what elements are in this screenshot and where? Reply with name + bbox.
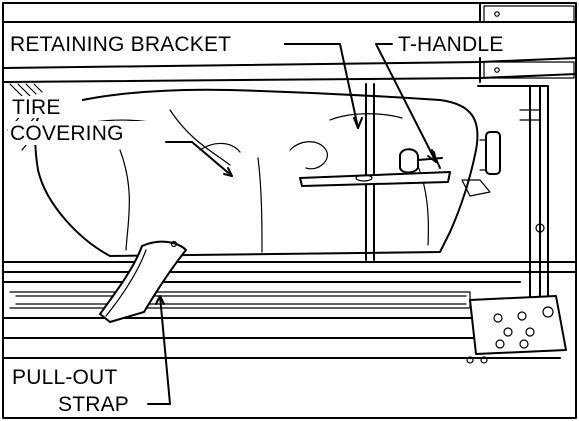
floor-channel xyxy=(9,291,471,309)
label-bg-tire-2 xyxy=(8,121,160,145)
bracket-washer xyxy=(355,174,373,182)
floor-channel-inner xyxy=(15,295,467,305)
t-handle-knob xyxy=(399,148,419,174)
label-tire-line2: COVERING xyxy=(10,122,124,145)
bag-fold-3 xyxy=(257,157,263,253)
arrow-retaining-bracket xyxy=(353,117,363,129)
label-pull-out-line2: STRAP xyxy=(58,393,129,416)
bag-fold-7 xyxy=(199,142,241,153)
label-bg-t-handle xyxy=(396,32,532,56)
bag-fold-2 xyxy=(169,109,231,166)
plate-bolt-right xyxy=(480,356,488,364)
label-bg-tire-1 xyxy=(8,96,82,118)
strap-edge xyxy=(105,249,147,317)
plate-bolt-left xyxy=(466,356,474,364)
label-t-handle: T-HANDLE xyxy=(398,33,503,56)
arrow-tire-covering xyxy=(223,167,233,177)
leader-t-handle xyxy=(375,43,437,163)
rivet-top xyxy=(494,11,500,17)
right-frame xyxy=(477,85,549,301)
label-retaining-bracket: RETAINING BRACKET xyxy=(10,33,231,56)
retaining-rod xyxy=(365,83,375,261)
right-mount xyxy=(461,179,491,197)
leader-tire-covering xyxy=(165,141,233,177)
bag-fold-1 xyxy=(119,149,130,251)
right-post xyxy=(529,85,541,301)
label-bg-pull-2 xyxy=(56,392,142,416)
label-tire-line1: TIRE xyxy=(12,96,61,119)
right-clamp xyxy=(485,131,501,175)
arrow-t-handle xyxy=(427,151,437,163)
anchor-plate xyxy=(469,295,567,355)
rivet-mid xyxy=(494,67,500,73)
anchor-bolts xyxy=(493,306,554,349)
right-bolt xyxy=(535,223,545,233)
strap-rivet xyxy=(170,240,178,248)
rail-end-block-top xyxy=(483,5,575,23)
upper-hatch xyxy=(9,83,43,99)
arrow-pull-out-strap xyxy=(155,295,165,305)
rail-end-block-mid xyxy=(483,61,575,79)
leader-retaining-bracket xyxy=(281,43,359,129)
label-pull-out-line1: PULL-OUT xyxy=(12,366,117,389)
right-slats xyxy=(519,109,541,121)
leader-pull-out-strap xyxy=(147,295,171,405)
label-bg-retaining xyxy=(8,32,284,56)
retaining-bracket-plate xyxy=(299,171,451,187)
label-bg-pull-1 xyxy=(8,366,140,388)
bag-fold-4 xyxy=(289,141,328,170)
upper-rail-mid xyxy=(3,57,577,69)
